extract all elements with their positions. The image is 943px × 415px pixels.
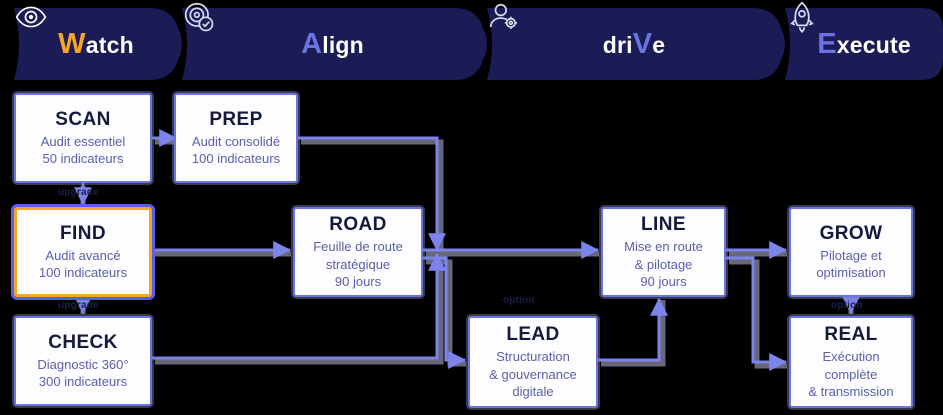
phase-execute-initial: E — [817, 27, 837, 60]
node-prep[interactable]: PREP Audit consolidé 100 indicateurs — [174, 93, 298, 183]
node-road-line-1: Feuille de route — [313, 239, 403, 255]
node-real-line-3: & transmission — [808, 383, 894, 399]
node-road[interactable]: ROAD Feuille de route stratégique 90 jou… — [293, 207, 423, 297]
node-find-title: FIND — [60, 222, 106, 244]
edge-label-grow-real: option — [831, 300, 863, 311]
node-lead-line-1: Structuration — [496, 349, 570, 365]
node-line-line-2: & pilotage — [634, 256, 693, 272]
target-check-icon — [184, 2, 214, 32]
node-line-line-1: Mise en route — [624, 239, 703, 255]
node-prep-title: PREP — [209, 108, 263, 130]
node-scan-line-1: Audit essentiel — [40, 133, 126, 149]
phase-drive-label: driVe — [602, 27, 666, 60]
node-check[interactable]: CHECK Diagnostic 360° 300 indicateurs — [14, 316, 152, 406]
node-real[interactable]: REAL Exécution complète & transmission — [789, 316, 913, 408]
edge-lead-line — [598, 297, 668, 362]
phase-banner: Watch Align driVe — [0, 0, 943, 88]
rocket-icon — [790, 1, 814, 33]
phase-align[interactable]: Align — [182, 0, 483, 88]
edge-line-real — [726, 256, 788, 371]
node-real-line-1: Exécution — [822, 349, 880, 365]
node-scan-line-2: 50 indicateurs — [42, 151, 124, 167]
user-gear-icon — [489, 3, 517, 29]
eye-icon — [15, 6, 47, 28]
node-real-line-2: complète — [824, 366, 878, 382]
node-grow-line-2: optimisation — [816, 265, 886, 281]
phase-watch-initial: W — [58, 27, 86, 60]
node-prep-line-1: Audit consolidé — [191, 133, 281, 149]
banner-shapes — [14, 8, 943, 80]
phase-execute-rest: xecute — [836, 31, 911, 58]
node-prep-line-2: 100 indicateurs — [191, 151, 281, 167]
connector-lines — [74, 129, 860, 371]
edge-label-road-lead: option — [503, 295, 535, 306]
node-line-line-3: 90 jours — [640, 273, 687, 289]
phase-execute-label: Execute — [817, 27, 911, 60]
node-line-title: LINE — [641, 214, 686, 236]
node-road-line-3: 90 jours — [334, 273, 382, 289]
phase-drive[interactable]: driVe — [487, 0, 781, 88]
node-grow[interactable]: GROW Pilotage et optimisation — [789, 207, 913, 297]
node-find-line-2: 100 indicateurs — [38, 265, 128, 281]
phase-align-rest: lign — [322, 31, 364, 58]
phase-align-label: Align — [301, 27, 364, 60]
node-scan-title: SCAN — [55, 108, 111, 130]
node-road-line-2: stratégique — [325, 256, 391, 272]
edge-label-find-check: upgrade — [58, 300, 99, 311]
phase-drive-initial: V — [632, 27, 653, 60]
phase-align-initial: A — [301, 27, 323, 60]
node-check-line-2: 300 indicateurs — [38, 374, 128, 390]
node-lead-line-2: & gouvernance — [489, 366, 577, 382]
node-lead[interactable]: LEAD Structuration & gouvernance digital… — [468, 316, 598, 408]
edge-prep-road — [298, 136, 446, 252]
node-find-line-1: Audit avancé — [45, 247, 121, 263]
node-grow-title: GROW — [819, 222, 883, 244]
phase-watch[interactable]: Watch — [14, 0, 178, 88]
node-line[interactable]: LINE Mise en route & pilotage 90 jours — [601, 207, 726, 297]
phase-watch-label: Watch — [58, 27, 134, 60]
node-check-line-1: Diagnostic 360° — [37, 356, 129, 372]
node-road-title: ROAD — [329, 214, 387, 236]
phase-drive-pre: dri — [602, 31, 633, 58]
node-real-title: REAL — [824, 324, 878, 346]
node-lead-title: LEAD — [506, 324, 560, 346]
phase-drive-rest: e — [652, 31, 666, 58]
edge-check-road — [152, 252, 446, 360]
node-find[interactable]: FIND Audit avancé 100 indicateurs — [14, 207, 152, 297]
edge-road-lead — [423, 256, 467, 369]
node-scan[interactable]: SCAN Audit essentiel 50 indicateurs — [14, 93, 152, 183]
node-grow-line-1: Pilotage et — [820, 247, 882, 263]
node-lead-line-3: digitale — [512, 383, 554, 399]
edge-label-scan-find: upgrade — [58, 187, 99, 198]
phase-execute[interactable]: Execute — [785, 0, 943, 88]
phase-watch-rest: atch — [85, 31, 134, 58]
node-check-title: CHECK — [48, 331, 118, 353]
